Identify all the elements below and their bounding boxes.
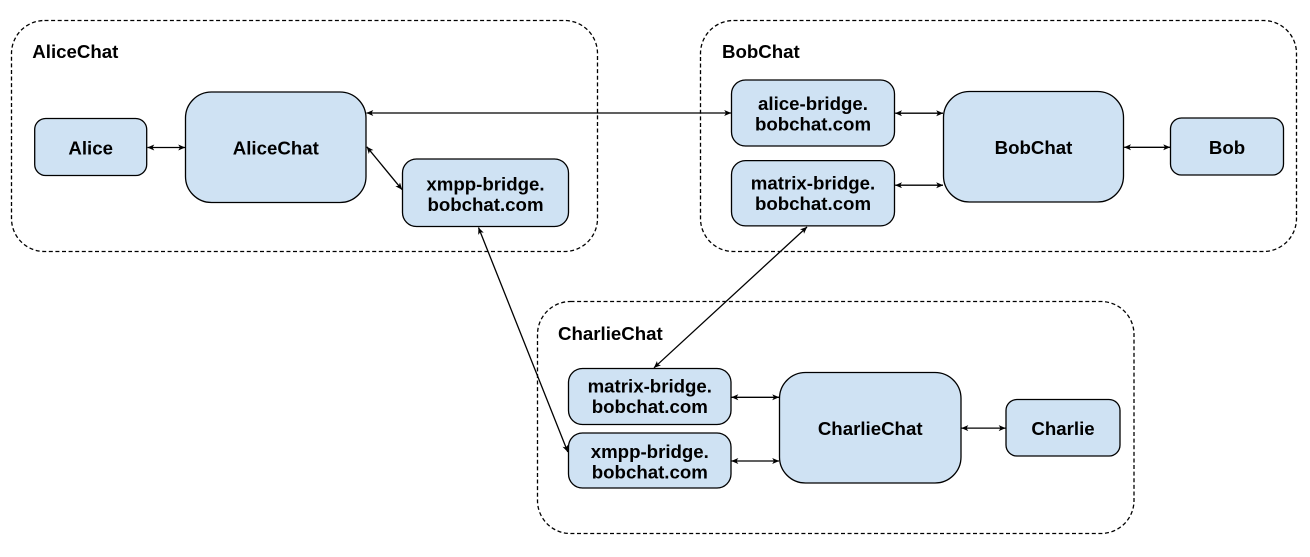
svg-text:alice-bridge.: alice-bridge. (758, 93, 868, 114)
svg-text:xmpp-bridge.: xmpp-bridge. (426, 174, 544, 195)
svg-text:bobchat.com: bobchat.com (755, 193, 871, 214)
svg-text:bobchat.com: bobchat.com (592, 396, 708, 417)
svg-text:xmpp-bridge.: xmpp-bridge. (591, 441, 709, 462)
svg-text:bobchat.com: bobchat.com (427, 194, 543, 215)
svg-text:BobChat: BobChat (995, 137, 1073, 158)
svg-text:Bob: Bob (1209, 137, 1245, 158)
svg-text:Charlie: Charlie (1031, 418, 1094, 439)
svg-text:Alice: Alice (68, 137, 113, 158)
svg-text:CharlieChat: CharlieChat (558, 323, 663, 344)
svg-text:matrix-bridge.: matrix-bridge. (751, 172, 875, 193)
svg-text:BobChat: BobChat (722, 41, 800, 62)
svg-text:bobchat.com: bobchat.com (755, 114, 871, 135)
svg-text:bobchat.com: bobchat.com (592, 462, 708, 483)
svg-text:CharlieChat: CharlieChat (818, 418, 923, 439)
svg-text:matrix-bridge.: matrix-bridge. (588, 375, 712, 396)
svg-text:AliceChat: AliceChat (32, 41, 118, 62)
svg-text:AliceChat: AliceChat (233, 138, 319, 159)
